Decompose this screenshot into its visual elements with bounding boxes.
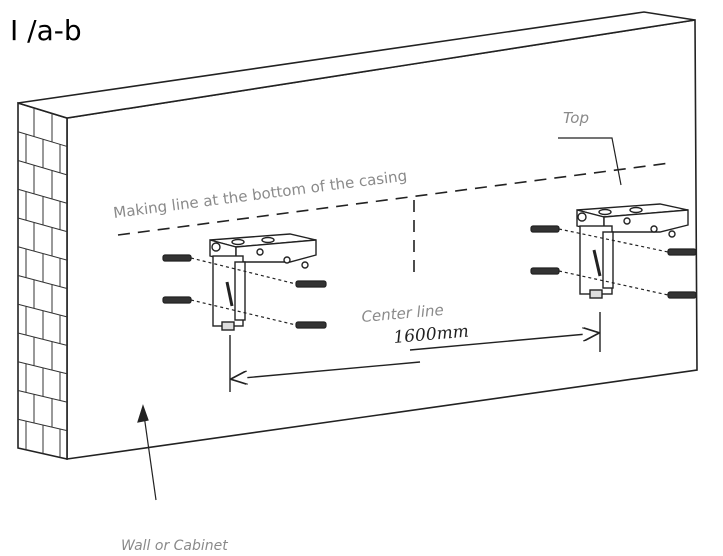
- dimension-arrow-right: [409, 333, 598, 351]
- right-bracket: [576, 203, 689, 299]
- left-bolts: [162, 254, 327, 329]
- wall-leader-arrow: [137, 404, 157, 501]
- right-bolts: [530, 225, 697, 299]
- wall-label: Wall or Cabinet: [121, 538, 228, 554]
- top-label: Top: [563, 109, 589, 127]
- brick-pattern: [17, 107, 68, 458]
- top-leader-line: [558, 137, 622, 186]
- making-line: [117, 162, 671, 236]
- wall-slab: [17, 11, 698, 460]
- page-title: I /a-b: [10, 14, 82, 47]
- dimension-arrow-left: [232, 361, 421, 379]
